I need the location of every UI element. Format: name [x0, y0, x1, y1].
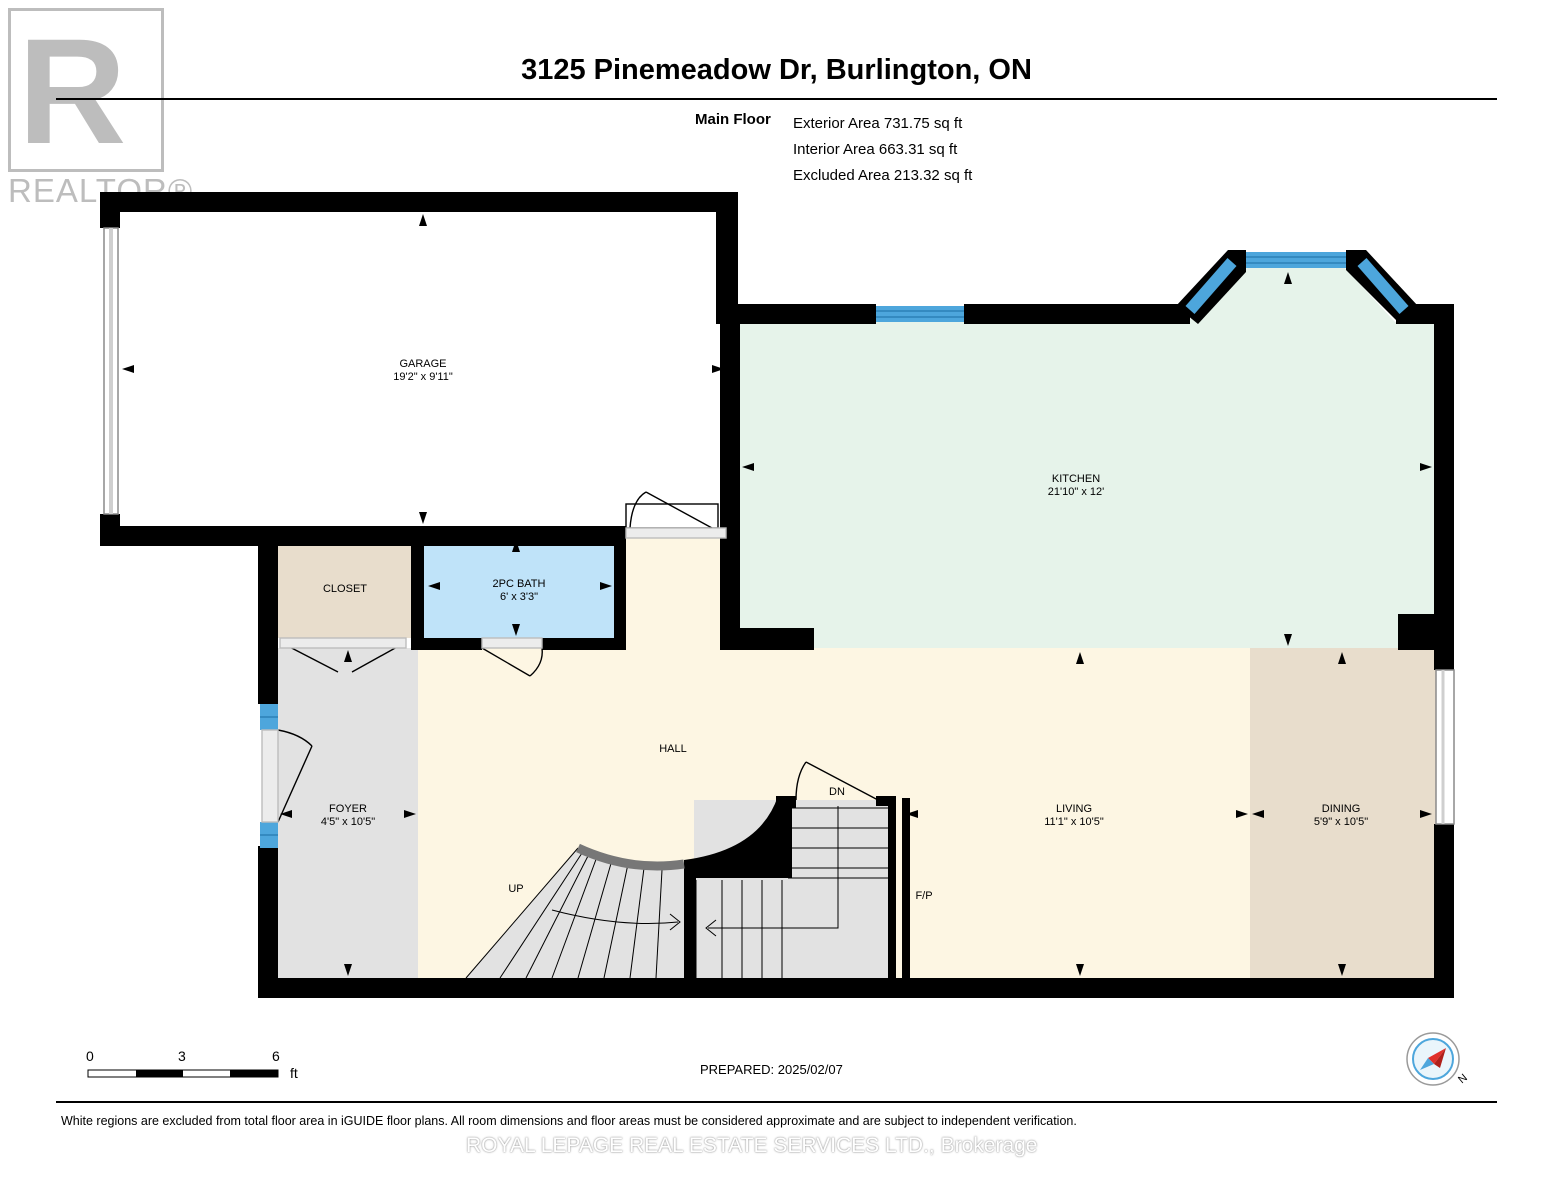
stair-arrow-up [551, 909, 679, 924]
wall-fireplace-1 [888, 798, 896, 978]
wall-garage-right [716, 192, 738, 320]
kitchen-fill [738, 268, 1436, 648]
realtor-logo: R REALTOR® [6, 6, 192, 211]
wall-stair-divider [684, 860, 696, 978]
wall-right-bottom [1434, 824, 1454, 998]
stairs-up-label: UP [508, 883, 523, 895]
wall-kitchen-top [716, 304, 876, 324]
foyer-label: FOYER [329, 803, 367, 815]
wall-bottom [258, 978, 1454, 998]
walls [100, 192, 1454, 998]
wall-kitchen-left [720, 304, 740, 650]
wall-bath-bottom [418, 638, 482, 650]
stair-arrow-down [708, 806, 839, 929]
fireplace-label: F/P [915, 890, 932, 902]
stairs-up-fill [466, 848, 684, 978]
brokerage-watermark: ROYAL LEPAGE REAL ESTATE SERVICES LTD., … [466, 1134, 1038, 1157]
dining-fill [1250, 648, 1436, 978]
window-bay-center [1246, 252, 1346, 268]
wall-garage-bottom [100, 526, 626, 546]
wall-garage-top [100, 192, 738, 212]
wall-bath-right [614, 536, 626, 650]
dining-slider [1435, 669, 1455, 825]
scale-tick-3: 3 [178, 1048, 186, 1064]
bath-label: 2PC BATH [493, 578, 546, 590]
closet-fill [278, 538, 411, 638]
wall-stair-top-r [876, 796, 896, 806]
dining-dims: 5'9" x 10'5" [1314, 816, 1368, 828]
realtor-logo-box [8, 8, 164, 172]
garage-entry-step [625, 503, 719, 529]
prepared-date: PREPARED: 2025/02/07 [700, 1062, 843, 1077]
exterior-area: Exterior Area 731.75 sq ft [793, 115, 963, 132]
wall-closet-right [411, 536, 424, 650]
scale-unit: ft [290, 1065, 298, 1081]
dimension-markers [122, 214, 1432, 976]
foyer-fill [278, 648, 418, 978]
floor-label: Main Floor [695, 111, 771, 128]
wall-fireplace-2 [902, 798, 910, 978]
wall-bath-bottom-2 [542, 638, 626, 650]
realtor-logo-letter: R [18, 7, 127, 175]
wall-stair-curve [684, 796, 792, 878]
wall-garage-left-top [100, 192, 120, 228]
front-door [277, 745, 313, 823]
compass-icon: N [1404, 1030, 1470, 1090]
page-title: 3125 Pinemeadow Dr, Burlington, ON [521, 54, 1032, 86]
closet-label: CLOSET [323, 583, 367, 595]
foyer-dims: 4'5" x 10'5" [321, 816, 375, 828]
scale-tick-6: 6 [272, 1048, 280, 1064]
stairs [465, 806, 888, 979]
wall-right [1434, 304, 1454, 670]
scale-bar-graphic [87, 1069, 279, 1078]
garage-dims: 19'2" x 9'11" [393, 371, 453, 383]
wall-left-bottom [258, 846, 278, 998]
living-label: LIVING [1056, 803, 1092, 815]
windows [260, 252, 1409, 848]
garage-fill [118, 210, 716, 526]
living-dims: 11'1" x 10'5" [1044, 816, 1104, 828]
stair-door [805, 761, 879, 801]
window-bay-left [1185, 258, 1237, 314]
kitchen-dims: 21'10" x 12' [1048, 486, 1104, 498]
wall-kitchen-stub [730, 628, 814, 650]
footer-divider [56, 1101, 1497, 1103]
title-divider [56, 98, 1497, 100]
disclaimer: White regions are excluded from total fl… [61, 1114, 1077, 1128]
wall-left-top [258, 536, 278, 704]
window-kitchen-top [876, 306, 964, 322]
hall-label: HALL [659, 743, 687, 755]
scale-bar: 0 3 6 ft [86, 1048, 316, 1088]
bath-fill [424, 538, 614, 638]
garage-label: GARAGE [399, 358, 446, 370]
bath-dims: 6' x 3'3" [500, 591, 538, 603]
bath-door [481, 647, 531, 677]
window-bay-right [1357, 258, 1409, 314]
interior-area: Interior Area 663.31 sq ft [793, 141, 958, 158]
kitchen-label: KITCHEN [1052, 473, 1100, 485]
scale-tick-0: 0 [86, 1048, 94, 1064]
wall-kitchen-top-2 [964, 304, 1190, 324]
excluded-area: Excluded Area 213.32 sq ft [793, 167, 973, 184]
wall-stair-top [776, 796, 796, 808]
doors [261, 491, 879, 823]
area-summary: Exterior Area 731.75 sq ft Interior Area… [793, 111, 972, 189]
wall-right-stub [1398, 614, 1454, 650]
dining-label: DINING [1322, 803, 1361, 815]
stairs-down-label: DN [829, 786, 845, 798]
